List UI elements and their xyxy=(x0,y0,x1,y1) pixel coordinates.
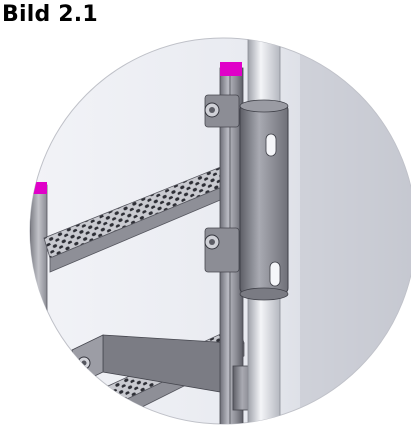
figure-caption: Bild 2.1 xyxy=(2,2,98,27)
